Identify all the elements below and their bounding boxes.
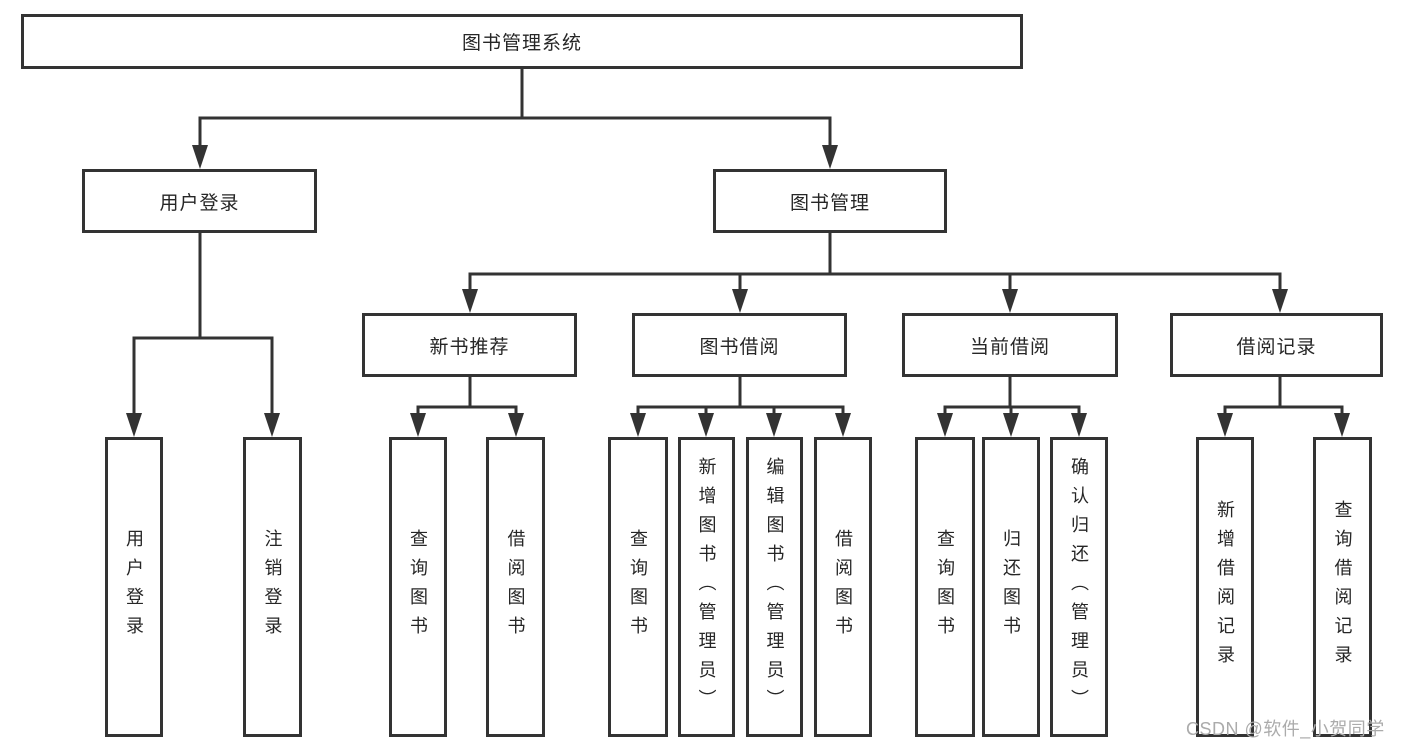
leaf-label: 确认归还（管理员） xyxy=(1069,456,1089,718)
leaf-logout: 注销登录 xyxy=(243,437,302,737)
leaf-label: 查询图书 xyxy=(628,529,648,645)
leaf-add-borrow-record: 新增借阅记录 xyxy=(1196,437,1254,737)
leaf-query-book-current: 查询图书 xyxy=(915,437,975,737)
node-library-management-system: 图书管理系统 xyxy=(21,14,1023,69)
leaf-query-book-recommend: 查询图书 xyxy=(389,437,447,737)
leaf-label: 查询图书 xyxy=(408,529,428,645)
watermark: CSDN @软件_小贺同学 xyxy=(1186,719,1385,739)
node-book-borrow: 图书借阅 xyxy=(632,313,847,377)
leaf-label: 借阅图书 xyxy=(833,529,853,645)
node-label: 新书推荐 xyxy=(429,336,510,358)
leaf-query-book-borrow: 查询图书 xyxy=(608,437,668,737)
leaf-label: 编辑图书（管理员） xyxy=(764,456,785,718)
node-book-management: 图书管理 xyxy=(713,169,947,233)
leaf-label: 归还图书 xyxy=(1001,529,1021,645)
leaf-add-book-admin: 新增图书（管理员） xyxy=(678,437,735,737)
node-current-borrow: 当前借阅 xyxy=(902,313,1118,377)
leaf-edit-book-admin: 编辑图书（管理员） xyxy=(746,437,803,737)
leaf-label: 注销登录 xyxy=(262,529,283,645)
leaf-confirm-return-admin: 确认归还（管理员） xyxy=(1050,437,1108,737)
leaf-borrow-book: 借阅图书 xyxy=(814,437,872,737)
node-borrow-record: 借阅记录 xyxy=(1170,313,1383,377)
leaf-borrow-book-recommend: 借阅图书 xyxy=(486,437,545,737)
node-new-book-recommend: 新书推荐 xyxy=(362,313,577,377)
leaf-label: 新增借阅记录 xyxy=(1215,500,1235,674)
leaf-return-book: 归还图书 xyxy=(982,437,1040,737)
leaf-query-borrow-record: 查询借阅记录 xyxy=(1313,437,1372,737)
node-label: 图书管理系统 xyxy=(461,33,582,54)
leaf-label: 新增图书（管理员） xyxy=(696,456,717,718)
node-label: 借阅记录 xyxy=(1236,336,1317,358)
leaf-label: 用户登录 xyxy=(124,529,144,645)
leaf-label: 查询图书 xyxy=(935,529,955,645)
leaf-label: 查询借阅记录 xyxy=(1332,500,1353,674)
node-label: 当前借阅 xyxy=(969,336,1050,358)
leaf-user-login: 用户登录 xyxy=(105,437,163,737)
node-label: 图书借阅 xyxy=(699,336,780,358)
node-user-login: 用户登录 xyxy=(82,169,317,233)
node-label: 图书管理 xyxy=(789,192,870,214)
node-label: 用户登录 xyxy=(159,192,240,214)
leaf-label: 借阅图书 xyxy=(505,529,526,645)
